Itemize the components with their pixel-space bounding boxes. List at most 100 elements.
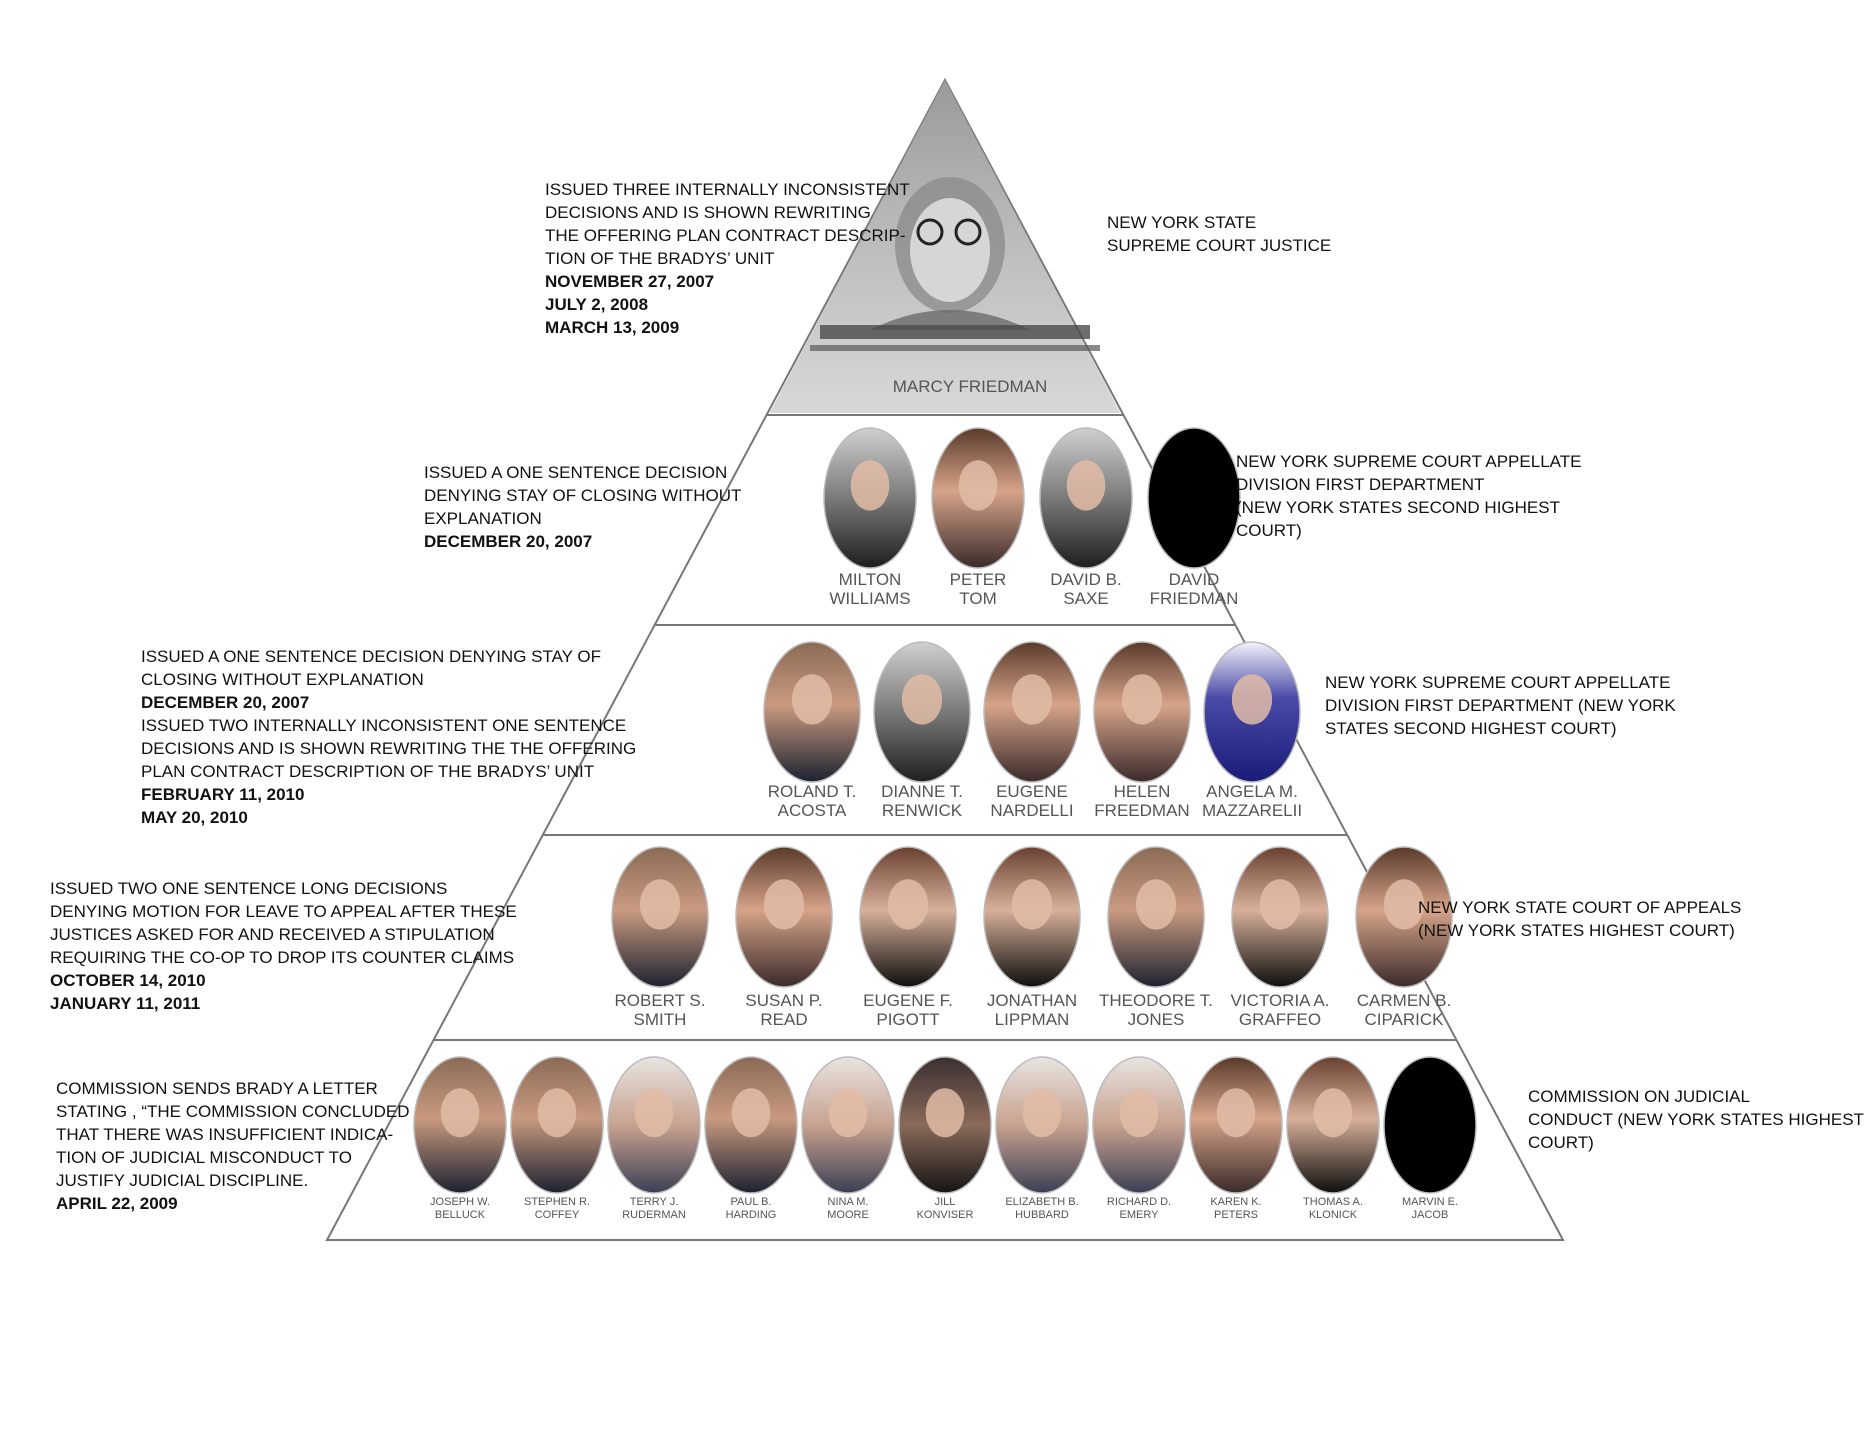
tier-note: COMMISSION SENDS BRADY A LETTER STATING ,… bbox=[56, 1077, 410, 1215]
portrait-oval bbox=[1147, 427, 1241, 569]
note-date: MARCH 13, 2009 bbox=[545, 318, 680, 337]
face-shape bbox=[1011, 674, 1053, 725]
face-shape bbox=[1231, 674, 1273, 725]
court-line: NEW YORK STATE bbox=[1107, 213, 1257, 232]
note-line: ISSUED TWO INTERNALLY INCONSISTENT ONE S… bbox=[141, 716, 627, 735]
member-name: JACOB bbox=[1412, 1209, 1449, 1221]
member-name: TOM bbox=[959, 589, 996, 608]
note-line: PLAN CONTRACT DESCRIPTION OF THE BRADYS’… bbox=[141, 762, 595, 781]
court-line: NEW YORK SUPREME COURT APPELLATE bbox=[1325, 673, 1671, 692]
member-name: SUSAN P. bbox=[745, 991, 822, 1010]
face-shape bbox=[1313, 1088, 1353, 1138]
face-shape bbox=[958, 460, 998, 511]
note-date: DECEMBER 20, 2007 bbox=[141, 693, 310, 712]
face-shape bbox=[1383, 879, 1425, 930]
member-name: KAREN K. bbox=[1210, 1196, 1261, 1208]
note-line: TION OF THE BRADYS’ UNIT bbox=[545, 249, 775, 268]
note-line: ISSUED A ONE SENTENCE DECISION DENYING S… bbox=[141, 647, 602, 666]
member-portrait: STEPHEN R.COFFEY bbox=[510, 1056, 604, 1221]
court-label: NEW YORK STATE COURT OF APPEALS (NEW YORK… bbox=[1418, 896, 1741, 942]
member-name: HUBBARD bbox=[1015, 1209, 1069, 1221]
note-line: EXPLANATION bbox=[424, 509, 542, 528]
member-portrait: JOSEPH W.BELLUCK bbox=[413, 1056, 507, 1221]
member-name: FREEDMAN bbox=[1094, 801, 1189, 820]
member-name: ANGELA M. bbox=[1206, 782, 1298, 801]
portrait-oval bbox=[1383, 1056, 1477, 1194]
member-name: MARCY FRIEDMAN bbox=[893, 377, 1048, 396]
member-name: COFFEY bbox=[535, 1209, 580, 1221]
member-portrait: EUGENE F.PIGOTT bbox=[859, 846, 957, 1029]
member-portrait: DAVID B.SAXE bbox=[1039, 427, 1133, 608]
member-name: RENWICK bbox=[882, 801, 963, 820]
member-portrait: CARMEN B.CIPARICK bbox=[1355, 846, 1453, 1029]
member-name: DAVID bbox=[1169, 570, 1220, 589]
member-name: PETERS bbox=[1214, 1209, 1258, 1221]
member-name: GRAFFEO bbox=[1239, 1010, 1321, 1029]
note-date: JULY 2, 2008 bbox=[545, 295, 649, 314]
court-line: COMMISSION ON JUDICIAL bbox=[1528, 1087, 1750, 1106]
note-line: DENYING STAY OF CLOSING WITHOUT bbox=[424, 486, 742, 505]
member-name: HELEN bbox=[1114, 782, 1171, 801]
member-name: JONES bbox=[1128, 1010, 1185, 1029]
member-portrait: DIANNE T.RENWICK bbox=[873, 641, 971, 820]
note-line: DECISIONS AND IS SHOWN REWRITING bbox=[545, 203, 871, 222]
member-portrait: ROBERT S.SMITH bbox=[611, 846, 709, 1029]
member-name: DIANNE T. bbox=[881, 782, 963, 801]
face-shape bbox=[1119, 1088, 1159, 1138]
member-name: MOORE bbox=[827, 1209, 869, 1221]
court-line: STATES SECOND HIGHEST COURT) bbox=[1325, 719, 1617, 738]
note-line: JUSTIFY JUDICIAL DISCIPLINE. bbox=[56, 1171, 309, 1190]
member-name: MARVIN E. bbox=[1402, 1196, 1458, 1208]
member-portrait: SUSAN P.READ bbox=[735, 846, 833, 1029]
face-shape bbox=[634, 1088, 674, 1138]
member-name: ROLAND T. bbox=[768, 782, 857, 801]
face-shape bbox=[763, 879, 805, 930]
court-line: NEW YORK SUPREME COURT APPELLATE bbox=[1236, 452, 1582, 471]
note-line: COMMISSION SENDS BRADY A LETTER bbox=[56, 1079, 378, 1098]
note-date: FEBRUARY 11, 2010 bbox=[141, 785, 305, 804]
face-shape bbox=[1259, 879, 1301, 930]
member-name: MAZZARELII bbox=[1202, 801, 1302, 820]
member-name: STEPHEN R. bbox=[524, 1196, 590, 1208]
member-portrait: MARVIN E.JACOB bbox=[1383, 1056, 1477, 1221]
member-portrait: VICTORIA A.GRAFFEO bbox=[1231, 846, 1330, 1029]
member-name: KONVISER bbox=[917, 1209, 974, 1221]
member-name: LIPPMAN bbox=[995, 1010, 1070, 1029]
member-name: EUGENE bbox=[996, 782, 1068, 801]
face-shape bbox=[887, 879, 929, 930]
member-name: JOSEPH W. bbox=[430, 1196, 490, 1208]
face-shape bbox=[901, 674, 943, 725]
note-line: THAT THERE WAS INSUFFICIENT INDICA- bbox=[56, 1125, 394, 1144]
member-name: BELLUCK bbox=[435, 1209, 486, 1221]
face-shape bbox=[639, 879, 681, 930]
member-name: JONATHAN bbox=[987, 991, 1077, 1010]
note-date: APRIL 22, 2009 bbox=[56, 1194, 178, 1213]
member-portrait: TERRY J.RUDERMAN bbox=[607, 1056, 701, 1221]
member-name: VICTORIA A. bbox=[1231, 991, 1330, 1010]
note-date: MAY 20, 2010 bbox=[141, 808, 248, 827]
face-shape bbox=[1216, 1088, 1256, 1138]
member-name: MILTON bbox=[839, 570, 902, 589]
note-line: CLOSING WITHOUT EXPLANATION bbox=[141, 670, 424, 689]
court-line: DIVISION FIRST DEPARTMENT bbox=[1236, 475, 1485, 494]
face-shape bbox=[828, 1088, 868, 1138]
court-line: (NEW YORK STATES HIGHEST COURT) bbox=[1418, 921, 1735, 940]
member-name: SAXE bbox=[1063, 589, 1108, 608]
member-portrait: KAREN K.PETERS bbox=[1189, 1056, 1283, 1221]
member-portrait: PAUL B.HARDING bbox=[704, 1056, 798, 1221]
court-line: NEW YORK STATE COURT OF APPEALS bbox=[1418, 898, 1742, 917]
note-line: STATING , “THE COMMISSION CONCLUDED bbox=[56, 1102, 410, 1121]
court-line: (NEW YORK STATES SECOND HIGHEST bbox=[1236, 498, 1560, 517]
member-portrait: ROLAND T.ACOSTA bbox=[763, 641, 861, 820]
member-portrait: ANGELA M.MAZZARELII bbox=[1202, 641, 1302, 820]
face-shape bbox=[537, 1088, 577, 1138]
